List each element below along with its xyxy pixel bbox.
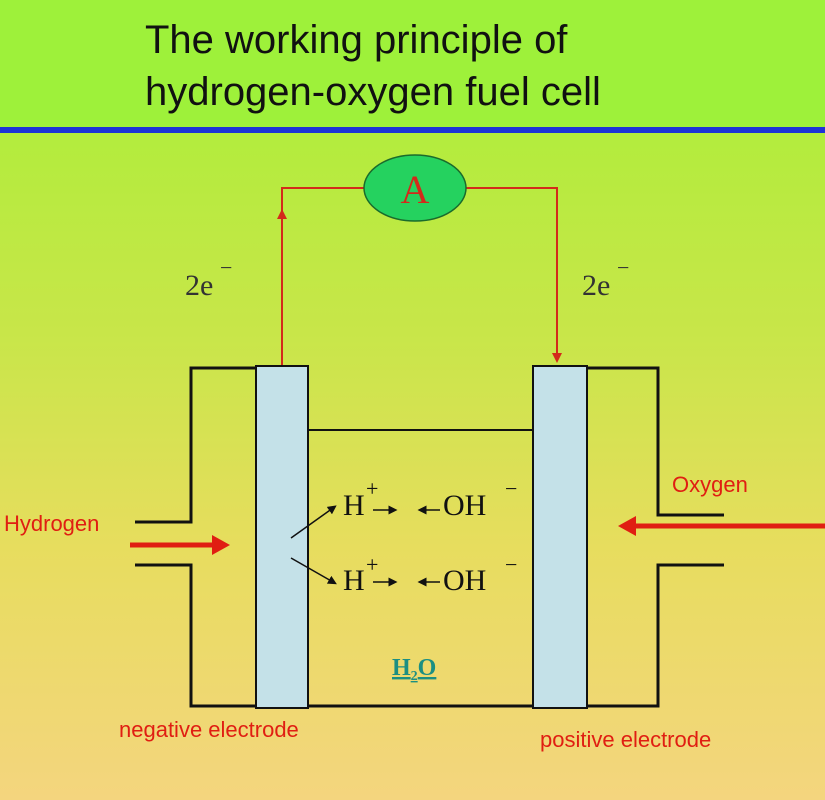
wire-right — [466, 187, 562, 363]
title-line-2: hydrogen-oxygen fuel cell — [145, 70, 601, 114]
cell-vessel — [135, 366, 724, 708]
wire-left — [281, 187, 365, 365]
hydrogen-ion-charge-1: + — [366, 476, 378, 501]
hydrogen-ion-1: H — [343, 489, 365, 522]
fuel-cell-diagram: A 2e − 2e − H + — [4, 154, 825, 752]
electron-text-right: 2e — [582, 269, 610, 302]
ion-arrow-diag-2 — [290, 557, 337, 585]
ion-arrow-diag-1 — [290, 505, 337, 539]
title-banner: The working principle of hydrogen-oxygen… — [0, 0, 825, 127]
diagram-area: A 2e − 2e − H + — [0, 133, 825, 800]
water-o: O — [418, 655, 437, 681]
hydroxide-ion-2: OH — [443, 564, 486, 597]
electron-text-left: 2e — [185, 269, 213, 302]
hydroxide-ion-1: OH — [443, 489, 486, 522]
positive-electrode-label: positive electrode — [540, 727, 711, 752]
ammeter-body — [363, 154, 467, 222]
vessel-right-upper — [587, 366, 724, 517]
electron-label-right: 2e − — [582, 255, 629, 302]
water-formula: H2O — [392, 655, 436, 684]
title-line-1: The working principle of — [145, 18, 568, 62]
electron-charge-left: − — [220, 255, 232, 280]
vessel-right-lower — [587, 563, 724, 708]
water-subscript: 2 — [411, 669, 418, 684]
electron-charge-right: − — [617, 255, 629, 280]
hydrogen-ion-charge-2: + — [366, 552, 378, 577]
header-divider — [0, 127, 825, 133]
vessel-left-lower — [135, 563, 256, 708]
hydroxide-ion-charge-2: − — [505, 552, 517, 577]
water-product-label: H2O — [392, 655, 436, 684]
external-circuit — [277, 187, 562, 365]
vessel-left-upper — [135, 366, 256, 524]
water-h: H — [392, 655, 411, 681]
ammeter: A — [363, 154, 467, 222]
positive-electrode-plate — [532, 365, 588, 709]
hydroxide-ion-charge-1: − — [505, 476, 517, 501]
oxygen-label: Oxygen — [672, 472, 748, 497]
electron-label-left: 2e − — [185, 255, 232, 302]
page-title: The working principle of hydrogen-oxygen… — [145, 14, 805, 118]
negative-electrode-label: negative electrode — [119, 717, 299, 742]
ammeter-label: A — [401, 167, 430, 212]
negative-electrode-plate — [255, 365, 309, 709]
ion-row-1: H + OH − — [290, 476, 517, 539]
oxygen-arrowhead — [618, 516, 636, 536]
hydrogen-ion-2: H — [343, 564, 365, 597]
ion-row-2: H + OH − — [290, 552, 517, 597]
hydrogen-label: Hydrogen — [4, 511, 99, 536]
hydrogen-arrowhead — [212, 535, 230, 555]
